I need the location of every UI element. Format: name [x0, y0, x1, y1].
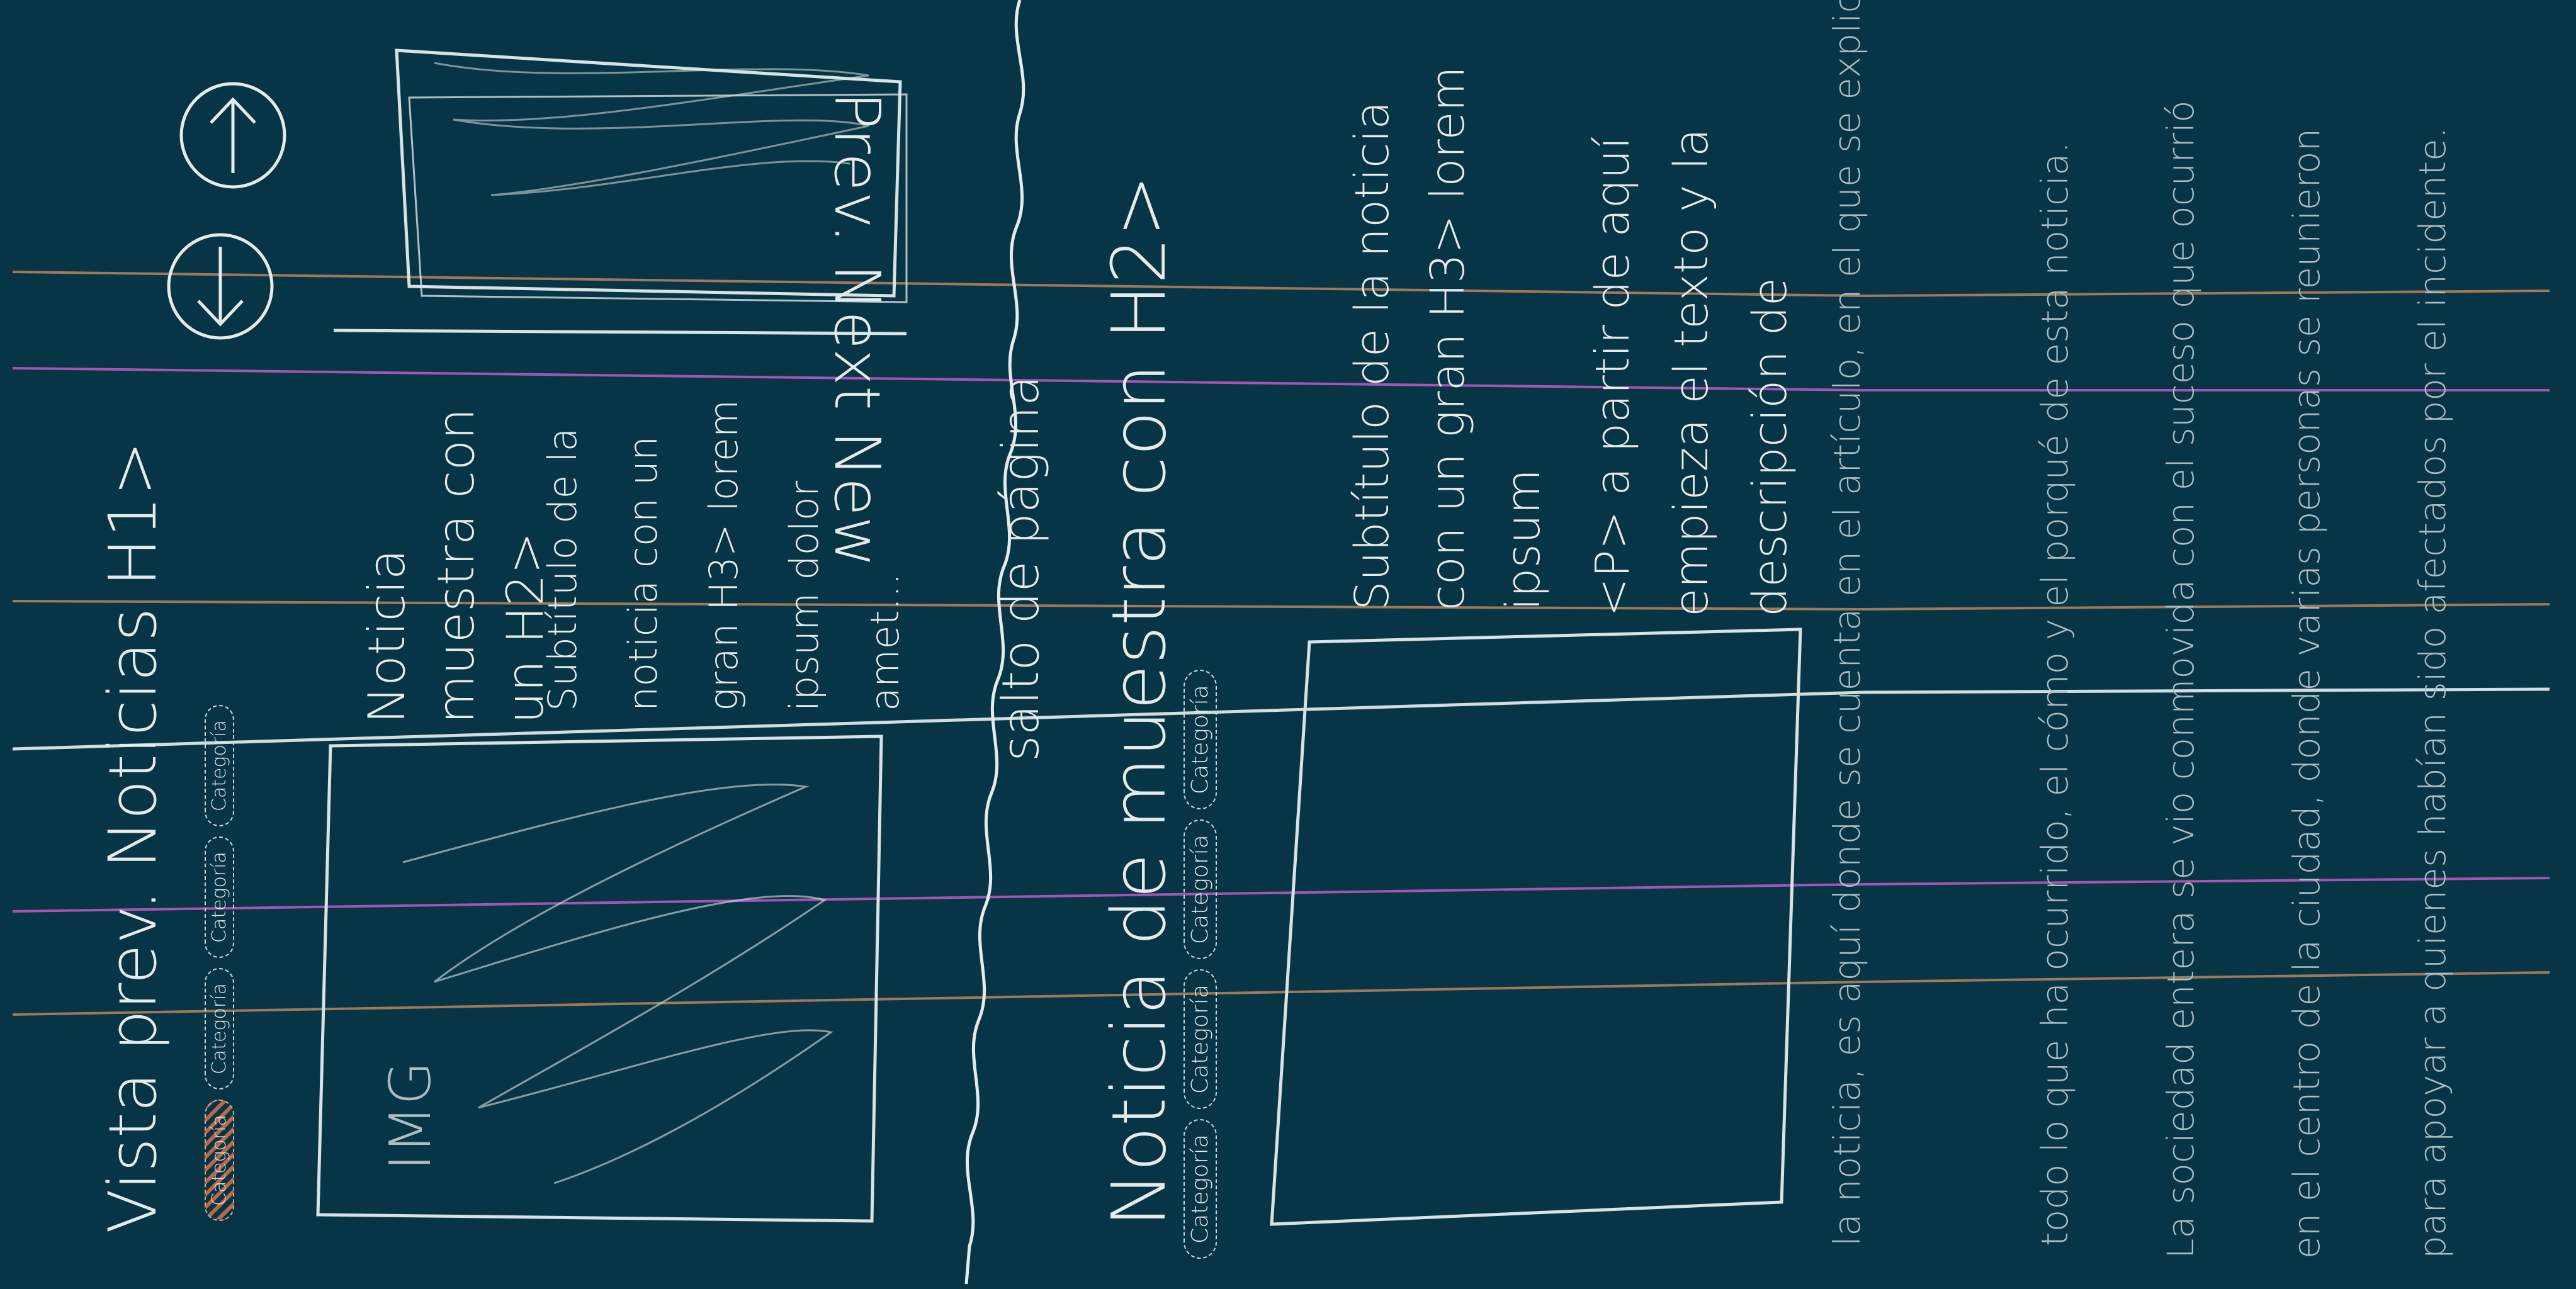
- page-break-line: [964, 0, 1025, 1285]
- category-chip[interactable]: Categoría: [205, 836, 234, 959]
- arrow-down-icon[interactable]: [167, 233, 274, 340]
- guide-line-orange-mid: [12, 600, 2550, 611]
- footer-label[interactable]: Prev. Next New: [820, 91, 894, 568]
- category-chip[interactable]: Categoría: [205, 705, 234, 827]
- footer-box: [333, 48, 908, 335]
- page-title: Vista prev. Noticias H1>: [94, 441, 171, 1234]
- article-body-line-1: la noticia, es aquí donde se cuenta en e…: [1826, 0, 1868, 1246]
- guide-line-orange-bottom: [12, 971, 2550, 1016]
- guide-line-pink-bottom: [12, 877, 2550, 913]
- article-title: Noticia de muestra con H2>: [1095, 174, 1182, 1227]
- category-chips-left: CategoríaCategoríaCategoríaCategoría: [205, 695, 234, 1221]
- article-body-line-5: para apoyar a quienes habían sido afecta…: [2411, 127, 2454, 1259]
- article-subtitle: Subtítulo de la noticia con un gran H3> …: [1345, 66, 1551, 611]
- article-body-line-3: La sociedad entera se vio conmovida con …: [2159, 100, 2202, 1259]
- category-chip[interactable]: Categoría: [1183, 670, 1217, 810]
- image-placeholder: [316, 735, 883, 1223]
- article-body-line-2: todo lo que ha ocurrido, el cómo y el po…: [2033, 141, 2076, 1246]
- category-chips-right: CategoríaCategoríaCategoríaCategoría: [1183, 660, 1217, 1259]
- page-break-label: salto de página: [991, 375, 1050, 762]
- guide-lines: [12, 271, 2550, 1016]
- image-placeholder-large: [1270, 628, 1802, 1226]
- category-chip[interactable]: Categoría: [1183, 1119, 1217, 1259]
- arrow-up-icon[interactable]: [179, 82, 286, 189]
- guide-line-pink-top: [12, 367, 2550, 391]
- article-body-intro: <P> a partir de aquí empieza el texto y …: [1586, 128, 1797, 617]
- image-label: IMG: [378, 1061, 444, 1171]
- category-chip[interactable]: Categoría: [1183, 969, 1217, 1110]
- guide-line-orange-top: [12, 271, 2550, 298]
- article-body-line-4: en el centro de la ciudad, donde varias …: [2285, 128, 2328, 1259]
- category-chip[interactable]: Categoría: [205, 968, 234, 1090]
- category-chip[interactable]: Categoría: [1183, 819, 1217, 960]
- guide-line-white: [12, 687, 2550, 751]
- category-chip-active[interactable]: Categoría: [205, 1100, 234, 1221]
